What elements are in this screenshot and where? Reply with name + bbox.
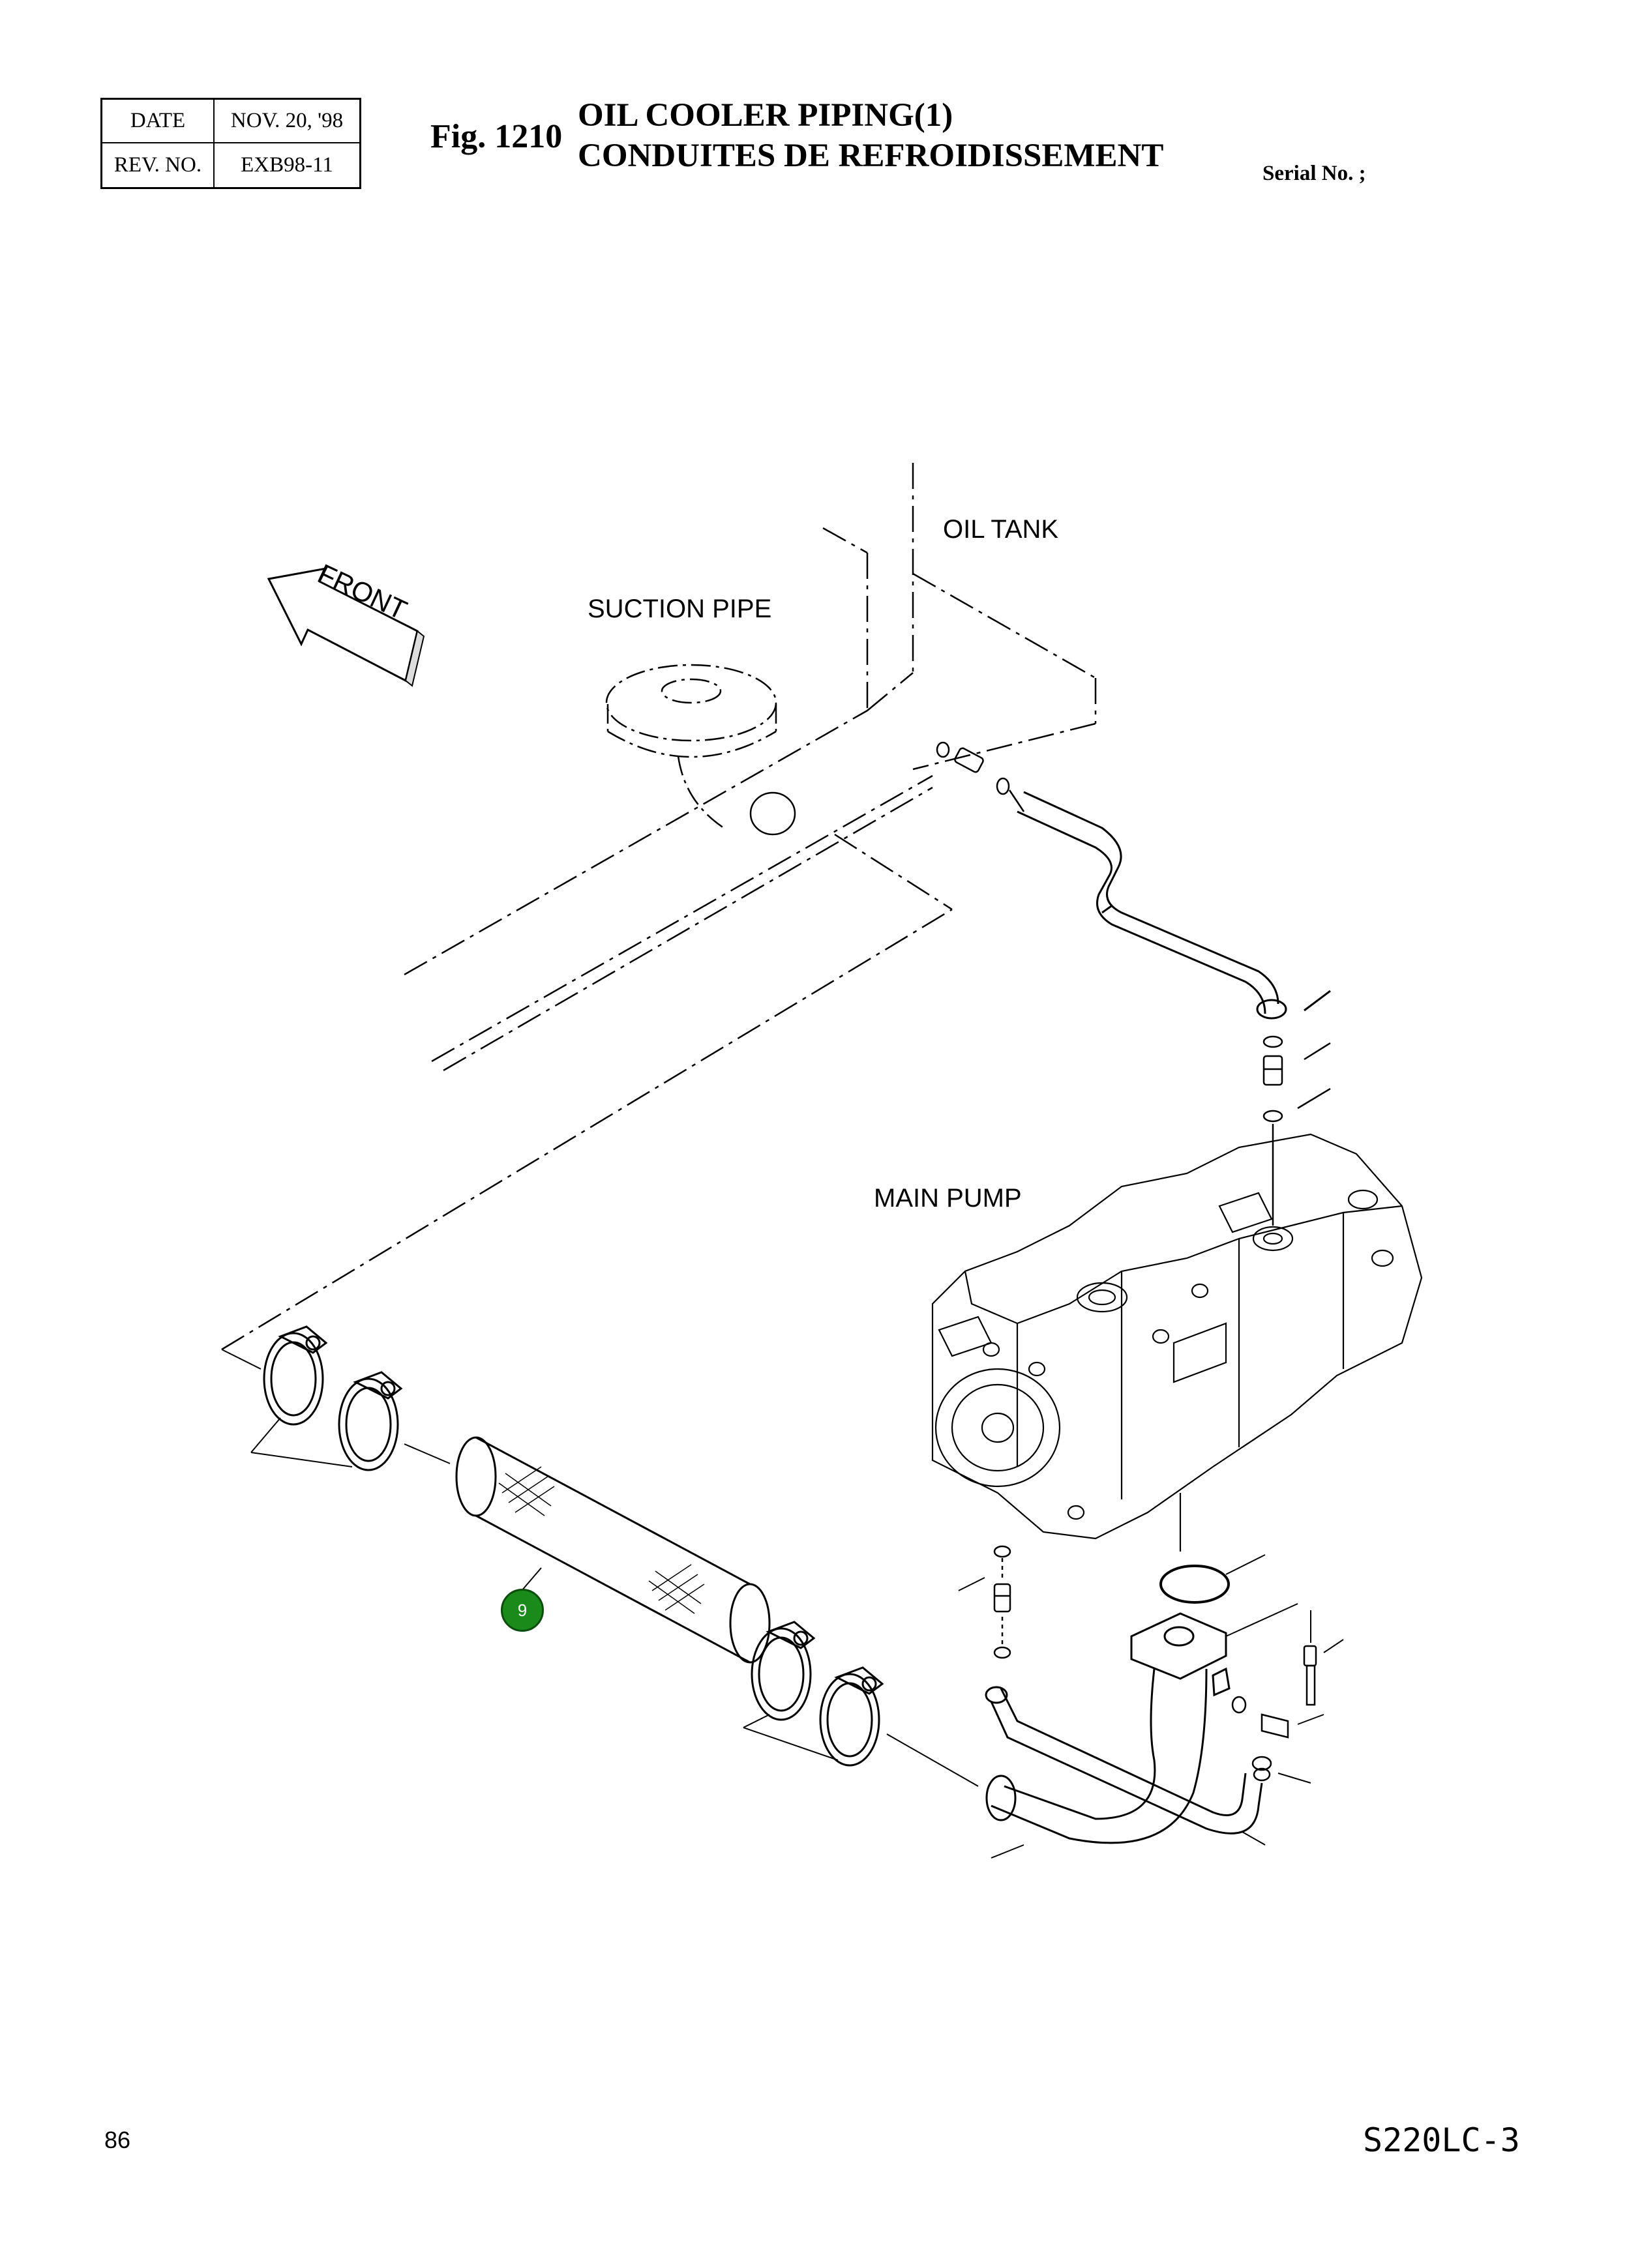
page-title-english: OIL COOLER PIPING(1)	[578, 97, 953, 134]
lower-fittings	[958, 1545, 1011, 1659]
suction-elbow	[985, 1603, 1298, 1859]
front-arrow-icon	[267, 567, 425, 687]
rev-value: EXB98-11	[241, 153, 333, 177]
suction-pipe	[605, 664, 796, 836]
revision-row-date: DATE NOV. 20, '98	[102, 100, 359, 143]
page-number: 86	[104, 2127, 131, 2153]
rev-label: REV. NO.	[102, 143, 215, 187]
figure-number: Fig. 1210	[430, 118, 563, 155]
hose-clamp-4	[819, 1666, 884, 1767]
oil-tank-outline	[221, 463, 1097, 1351]
oil-tank-label: OIL TANK	[943, 515, 1059, 544]
main-pump-label: MAIN PUMP	[874, 1184, 1022, 1213]
model-number: S220LC-3	[1363, 2121, 1520, 2159]
suction-pipe-label: SUCTION PIPE	[588, 595, 772, 623]
flange-bolt	[1303, 1610, 1344, 1706]
revision-row-rev: REV. NO. EXB98-11	[102, 143, 359, 187]
revision-table: DATE NOV. 20, '98 REV. NO. EXB98-11	[100, 98, 361, 189]
pump-outlet-oring	[1159, 1554, 1266, 1604]
rubber-hose	[455, 1436, 771, 1664]
leader-lines	[221, 1349, 979, 1787]
hose-clamp-3	[751, 1621, 816, 1721]
serial-number-label: Serial No. ;	[1262, 162, 1366, 185]
lower-hose	[985, 1686, 1266, 1846]
date-label: DATE	[102, 100, 215, 142]
page-title-french: CONDUITES DE REFROIDISSEMENT	[578, 138, 1164, 174]
hose-clamp-2	[338, 1371, 403, 1471]
upper-hose	[1017, 791, 1331, 1020]
elbow-fittings	[1231, 1696, 1324, 1784]
pump-inlet-fittings	[1262, 1035, 1331, 1226]
date-value: NOV. 20, '98	[230, 109, 344, 132]
hose-clamp-1	[263, 1325, 328, 1426]
tank-fittings	[936, 741, 1025, 812]
main-pump	[931, 1133, 1423, 1552]
part-callout-badge[interactable]: 9	[501, 1589, 544, 1632]
